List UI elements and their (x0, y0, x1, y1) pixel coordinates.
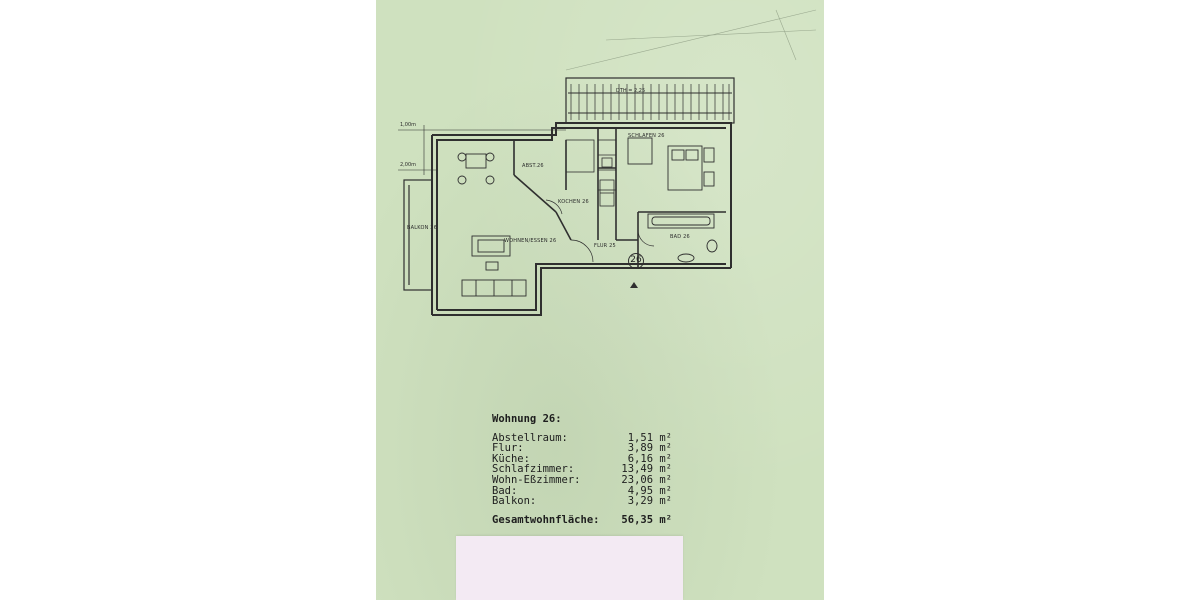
area-row-value: 13,49 m² (621, 463, 672, 476)
sticky-note (456, 536, 683, 600)
area-row: Küche: 6,16 m² (492, 454, 672, 465)
area-row-value: 4,95 m² (627, 484, 672, 497)
room-label-kochen: KOCHEN 26 (558, 199, 589, 205)
construction-lines (565, 9, 817, 71)
room-label-flur: FLUR 25 (594, 243, 616, 249)
kitchen-counter (565, 139, 617, 207)
area-row-label: Wohn-Eßzimmer: (492, 473, 581, 486)
room-label-balkon: BALKON 26 (407, 225, 438, 231)
area-row-label: Küche: (492, 452, 530, 465)
door-swings (545, 199, 655, 263)
floor-plan-drawing (398, 9, 817, 316)
area-row-value: 23,06 m² (621, 473, 672, 486)
room-label-schlafen: SCHLAFEN 26 (628, 133, 665, 139)
area-total-label: Gesamtwohnfläche: (492, 513, 600, 526)
area-total-value: 56,35 m² (621, 513, 672, 526)
entrance-arrow (630, 282, 638, 288)
interior-walls (513, 128, 726, 268)
area-row-value: 3,89 m² (627, 442, 672, 455)
area-row-value: 3,29 m² (627, 495, 672, 508)
dimension-lines (398, 125, 566, 175)
area-row-value: 1,51 m² (627, 431, 672, 444)
area-table-title: Wohnung 26: (492, 413, 562, 425)
room-label-bad: BAD 26 (670, 234, 690, 240)
room-label-abstellraum: ABST.26 (522, 163, 544, 169)
floor-plan-sheet: 1,00m 2,00m DTH = 2,25 SCHLAFEN 26 ABST.… (376, 0, 824, 600)
unit-number: 26 (630, 255, 642, 265)
area-row-label: Abstellraum: (492, 431, 568, 444)
dimension-label-second: 2,00m (400, 162, 417, 168)
area-row-label: Bad: (492, 484, 518, 497)
dining-set (457, 152, 495, 185)
area-row: Wohn-Eßzimmer: 23,06 m² (492, 475, 672, 486)
bathroom-fixtures (647, 213, 718, 263)
room-label-wohnen: WOHNEN/ESSEN 26 (504, 238, 557, 244)
area-row: Bad: 4,95 m² (492, 484, 672, 497)
paper-shading (376, 0, 824, 600)
dimension-label-top: 1,00m (400, 122, 417, 128)
area-table: Wohnung 26: Abstellraum: 1,51 m² Flur: 3… (492, 414, 672, 525)
living-furniture (461, 235, 527, 297)
area-row-value: 6,16 m² (627, 452, 672, 465)
terrace-hatch (565, 77, 735, 124)
area-row: Schlafzimmer: 13,49 m² (492, 464, 672, 475)
balcony-outline (403, 179, 433, 291)
area-row: Flur: 3,89 m² (492, 443, 672, 454)
unit-number-circle (628, 253, 644, 269)
area-row: Balkon: 3,29 m² (492, 496, 672, 507)
terrace-label: DTH = 2,25 (616, 88, 646, 94)
bedroom-furniture (627, 137, 715, 191)
area-row-label: Schlafzimmer: (492, 463, 575, 476)
area-row-label: Flur: (492, 442, 524, 455)
area-total-row: Gesamtwohnfläche: 56,35 m² (492, 515, 672, 526)
area-row: Abstellraum: 1,51 m² (492, 431, 672, 444)
area-row-label: Balkon: (492, 495, 537, 508)
